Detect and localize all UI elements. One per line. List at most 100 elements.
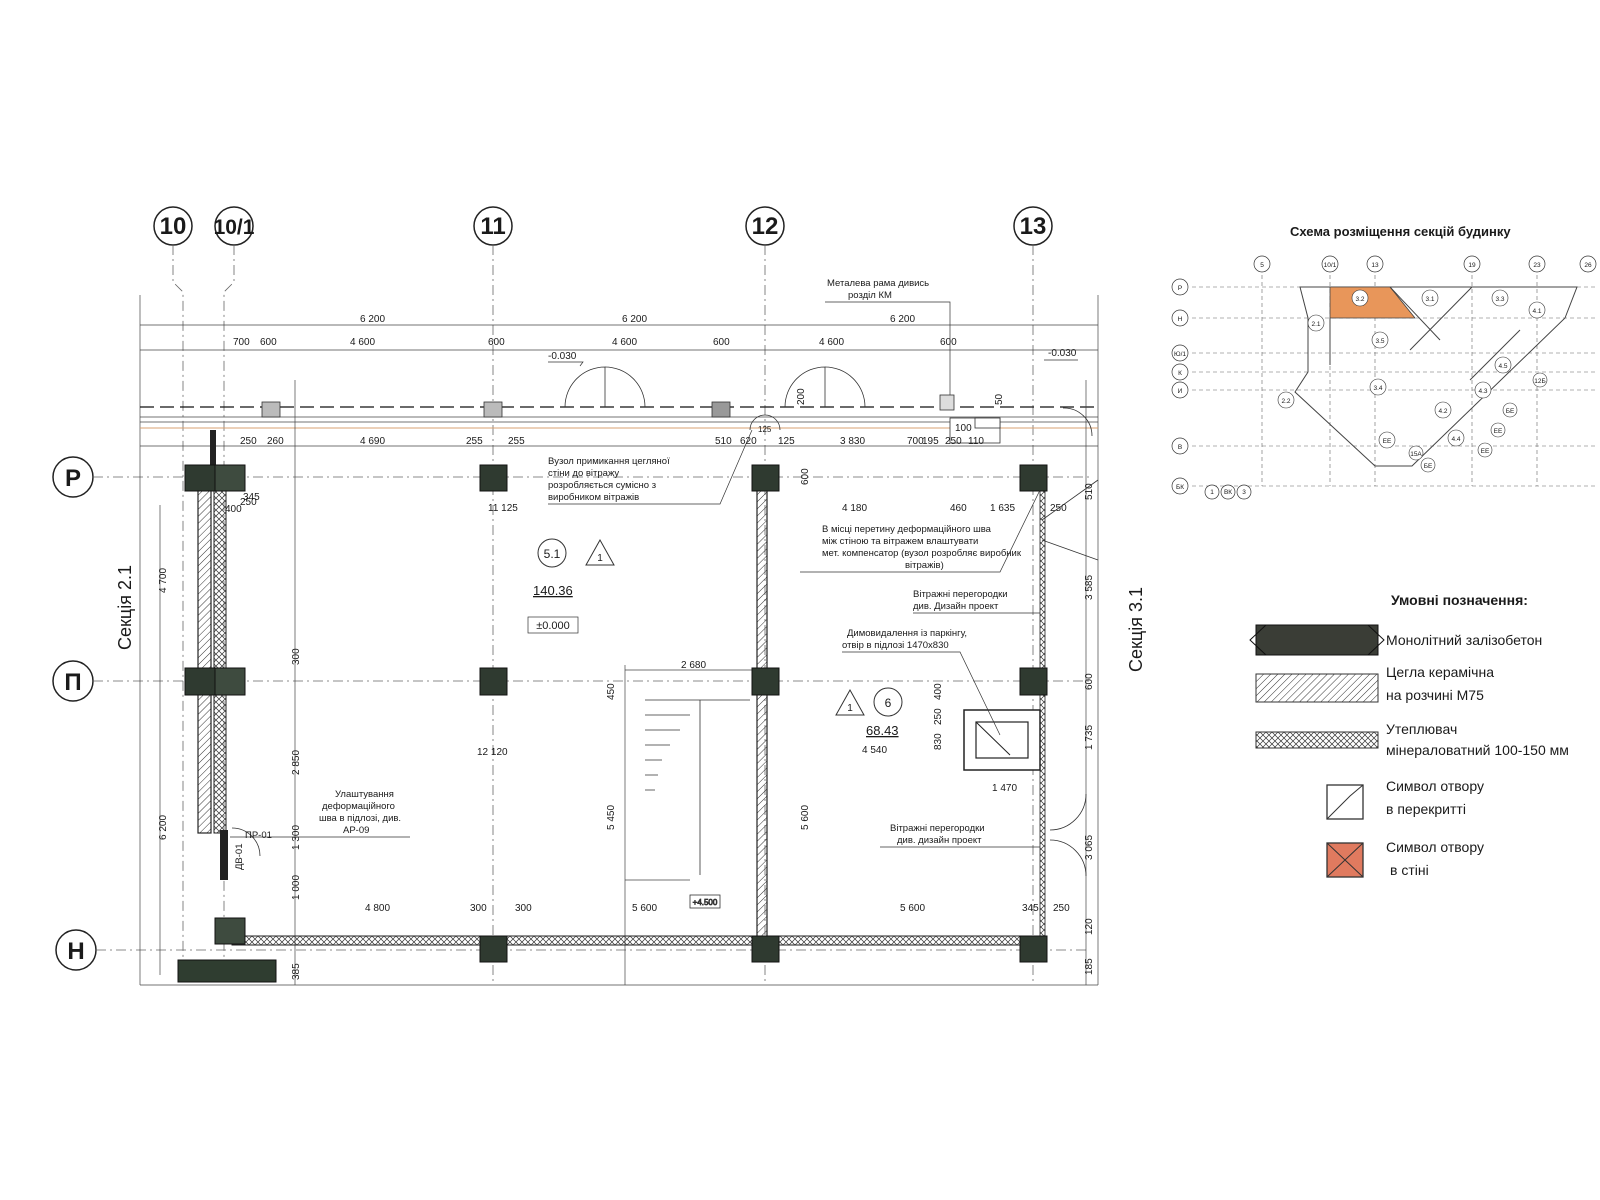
note-frame-2: розділ КМ <box>848 290 892 301</box>
stair-level: +4.500 <box>693 898 718 907</box>
room-5-1: 5.1 1 140.36 ±0.000 <box>527 538 615 634</box>
schema-label: Р <box>1178 285 1182 292</box>
notes: Металева рама дивись розділ КМ Вузол при… <box>230 278 1041 870</box>
axis-10: 10 <box>153 206 193 960</box>
schema-label: ВК <box>1224 489 1232 496</box>
legend-label-2: в перекритті <box>1386 801 1466 817</box>
legend-item-concrete: Монолітний залізобетон <box>1249 624 1542 656</box>
schema-label: И <box>1178 388 1183 395</box>
dim: 5 450 <box>606 805 617 830</box>
dim: 12 120 <box>477 747 508 758</box>
column <box>214 917 246 945</box>
room-6: 1 6 68.43 <box>835 687 903 738</box>
room-number: 5.1 <box>544 547 561 561</box>
schema-section: 2.2 <box>1281 398 1290 405</box>
axis-11-label: 11 <box>480 213 505 240</box>
schema-section: БЕ <box>1506 408 1515 415</box>
dim: 4 540 <box>862 745 887 756</box>
dim: 110 <box>968 436 984 447</box>
schema-label: 23 <box>1533 262 1541 269</box>
axis-r-label: Р <box>65 465 81 492</box>
dim: 6 200 <box>890 314 915 325</box>
dim: 1 735 <box>1084 725 1095 750</box>
dim: 100 <box>955 423 972 434</box>
dim: 300 <box>291 648 302 665</box>
dim: 2 680 <box>681 660 706 671</box>
dim: 1 000 <box>291 875 302 900</box>
note-node-1: Вузол примикання цегляної <box>548 456 670 467</box>
legend-label: Монолітний залізобетон <box>1386 632 1542 648</box>
dim: 5 600 <box>632 903 657 914</box>
note-expansion-2: деформаційного <box>322 801 395 812</box>
dim: 185 <box>1084 958 1095 975</box>
room-area: 68.43 <box>866 723 899 738</box>
axis-p: П <box>52 660 1090 702</box>
column <box>751 464 780 492</box>
dim: 11 125 <box>488 503 518 514</box>
column <box>479 935 508 963</box>
schema-section: 3.5 <box>1375 338 1384 345</box>
column <box>751 667 780 696</box>
legend-item-wall-opening: Символ отвору в стіні <box>1326 839 1484 878</box>
room-area: 140.36 <box>533 583 573 598</box>
dim: 2 850 <box>291 750 302 775</box>
note-joint-4: вітражів) <box>905 560 944 571</box>
key-plan: Схема розміщення секцій будинку <box>1171 224 1597 500</box>
dim: 250 <box>933 708 944 725</box>
dim: 400 <box>225 504 242 515</box>
schema-section: 3.4 <box>1373 385 1382 392</box>
axis-p-label: П <box>64 669 81 696</box>
dim: 250 <box>240 497 257 508</box>
dim: 1 635 <box>990 503 1015 514</box>
vertical-axes: 10 10/1 11 12 13 <box>153 206 1053 985</box>
dim: 3 065 <box>1084 835 1095 860</box>
legend-label: Утеплювач <box>1386 721 1457 737</box>
axis-12-label: 12 <box>752 213 779 240</box>
dim: 1 470 <box>992 783 1017 794</box>
dim: 255 <box>466 436 483 447</box>
highlighted-section <box>1329 286 1416 319</box>
schema-label: 19 <box>1468 262 1476 269</box>
legend-item-insulation: Утеплювач мінераловатний 100-150 мм <box>1255 721 1569 758</box>
legend-label-2: мінераловатний 100-150 мм <box>1386 742 1569 758</box>
axis-13: 13 <box>1013 206 1053 985</box>
dim: 4 600 <box>612 337 637 348</box>
legend-title: Умовні позначення: <box>1391 592 1528 608</box>
dim: 600 <box>713 337 730 348</box>
schema-sections <box>1277 289 1548 473</box>
dim: 255 <box>508 436 525 447</box>
note-expansion-3: шва в підлозі, див. <box>319 813 401 824</box>
legend: Умовні позначення: Монолітний залізобето… <box>1249 592 1569 878</box>
schema-section: 4.2 <box>1438 408 1447 415</box>
note-smoke-1: Димовидалення із паркінгу, <box>847 628 967 639</box>
dim: 5 600 <box>800 805 811 830</box>
horizontal-axes: Р П Н <box>52 456 1090 971</box>
note-joint-1: В місці перетину деформаційного шва <box>822 524 992 535</box>
dim: 4 600 <box>819 337 844 348</box>
axis-r: Р <box>52 456 1090 498</box>
schema-section: 12Б <box>1534 378 1546 385</box>
axis-10-label: 10 <box>160 213 187 240</box>
schema-section: ЕЕ <box>1494 428 1503 435</box>
dim: 510 <box>715 436 732 447</box>
room-number: 6 <box>885 696 892 710</box>
dim: 4 180 <box>842 503 867 514</box>
legend-label: Цегла керамічна <box>1386 664 1494 680</box>
column <box>184 464 216 492</box>
dim: 6 200 <box>622 314 647 325</box>
dim: 600 <box>1084 673 1095 690</box>
dim: 4 800 <box>365 903 390 914</box>
legend-item-floor-opening: Символ отвору в перекритті <box>1326 778 1484 820</box>
dim: 830 <box>933 733 944 750</box>
dim: 600 <box>260 337 277 348</box>
dim: 120 <box>1084 918 1095 935</box>
column <box>184 667 216 696</box>
legend-label-2: в стіні <box>1390 862 1429 878</box>
dim: 3 585 <box>1084 575 1095 600</box>
section-right-label: Секція 3.1 <box>1126 587 1146 672</box>
dim: 620 <box>740 436 757 447</box>
dim: 385 <box>291 963 302 980</box>
schema-section: 15А <box>1410 451 1422 458</box>
column <box>479 667 508 696</box>
